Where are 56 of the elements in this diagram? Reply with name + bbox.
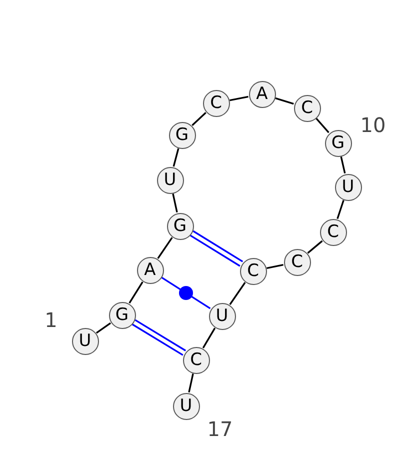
position-number: 17 — [207, 419, 233, 439]
nucleotide-circle — [72, 328, 98, 354]
nucleotide-circle — [168, 122, 196, 148]
backbone-line — [230, 96, 248, 102]
position-number: 10 — [360, 115, 386, 135]
nucleotide-letter: G — [331, 134, 345, 152]
backbone-line — [157, 237, 173, 259]
nucleotide-circle — [248, 80, 276, 108]
nucleotide-letter: U — [216, 308, 228, 324]
backbone-line — [266, 264, 284, 270]
base-pair-line — [190, 230, 244, 267]
nucleotide-letter: G — [173, 218, 187, 234]
nucleotide-circle — [172, 392, 200, 420]
nucleotide-letter: C — [291, 254, 303, 270]
backbone-line — [96, 322, 112, 334]
backbone-line — [340, 156, 346, 174]
base-pair-line — [161, 276, 211, 310]
nucleotide-circle — [202, 90, 230, 116]
nucleotide-circle — [208, 302, 236, 330]
backbone-line — [275, 97, 294, 105]
backbone-line — [307, 240, 323, 254]
nucleotide-letter: G — [115, 306, 129, 324]
nucleotide-letter: C — [190, 352, 202, 368]
nucleotide-circle — [334, 174, 362, 200]
backbone-line — [172, 194, 178, 212]
backbone-line — [316, 118, 330, 134]
nucleotide-letter: U — [78, 332, 92, 350]
backbone-line — [202, 328, 216, 348]
nucleotide-circle — [166, 212, 194, 240]
position-number: 1 — [44, 310, 58, 330]
base-pair-line — [132, 319, 186, 356]
nucleotide-letter: C — [301, 100, 313, 116]
nucleotide-letter: U — [164, 172, 176, 188]
nucleotide-circle — [108, 302, 136, 328]
nucleotide-letter: U — [180, 398, 192, 414]
nucleotide-circle — [156, 166, 184, 194]
nucleotide-letter: U — [342, 178, 354, 196]
nucleotide-letter: G — [175, 126, 189, 144]
backbone-line — [192, 112, 206, 126]
nucleotide-circle — [294, 94, 320, 122]
backbone-line — [128, 281, 144, 304]
backbone-line — [229, 282, 246, 305]
nucleotide-circle — [284, 248, 310, 276]
nucleotide-circle — [320, 218, 346, 246]
nucleotide-letter: C — [247, 262, 259, 280]
nucleotide-circle — [182, 346, 210, 374]
backbone-line — [336, 200, 344, 219]
nucleotide-circle — [324, 130, 352, 156]
backbone-line — [188, 374, 194, 392]
backbone-line — [172, 148, 180, 167]
nucleotide-letter: A — [144, 262, 156, 278]
nucleotide-letter: C — [210, 94, 222, 112]
nucleotide-letter: C — [327, 224, 339, 240]
nucleotide-circle — [136, 256, 164, 284]
nucleotide-circle — [240, 258, 266, 284]
nucleotide-letter: A — [256, 86, 268, 102]
